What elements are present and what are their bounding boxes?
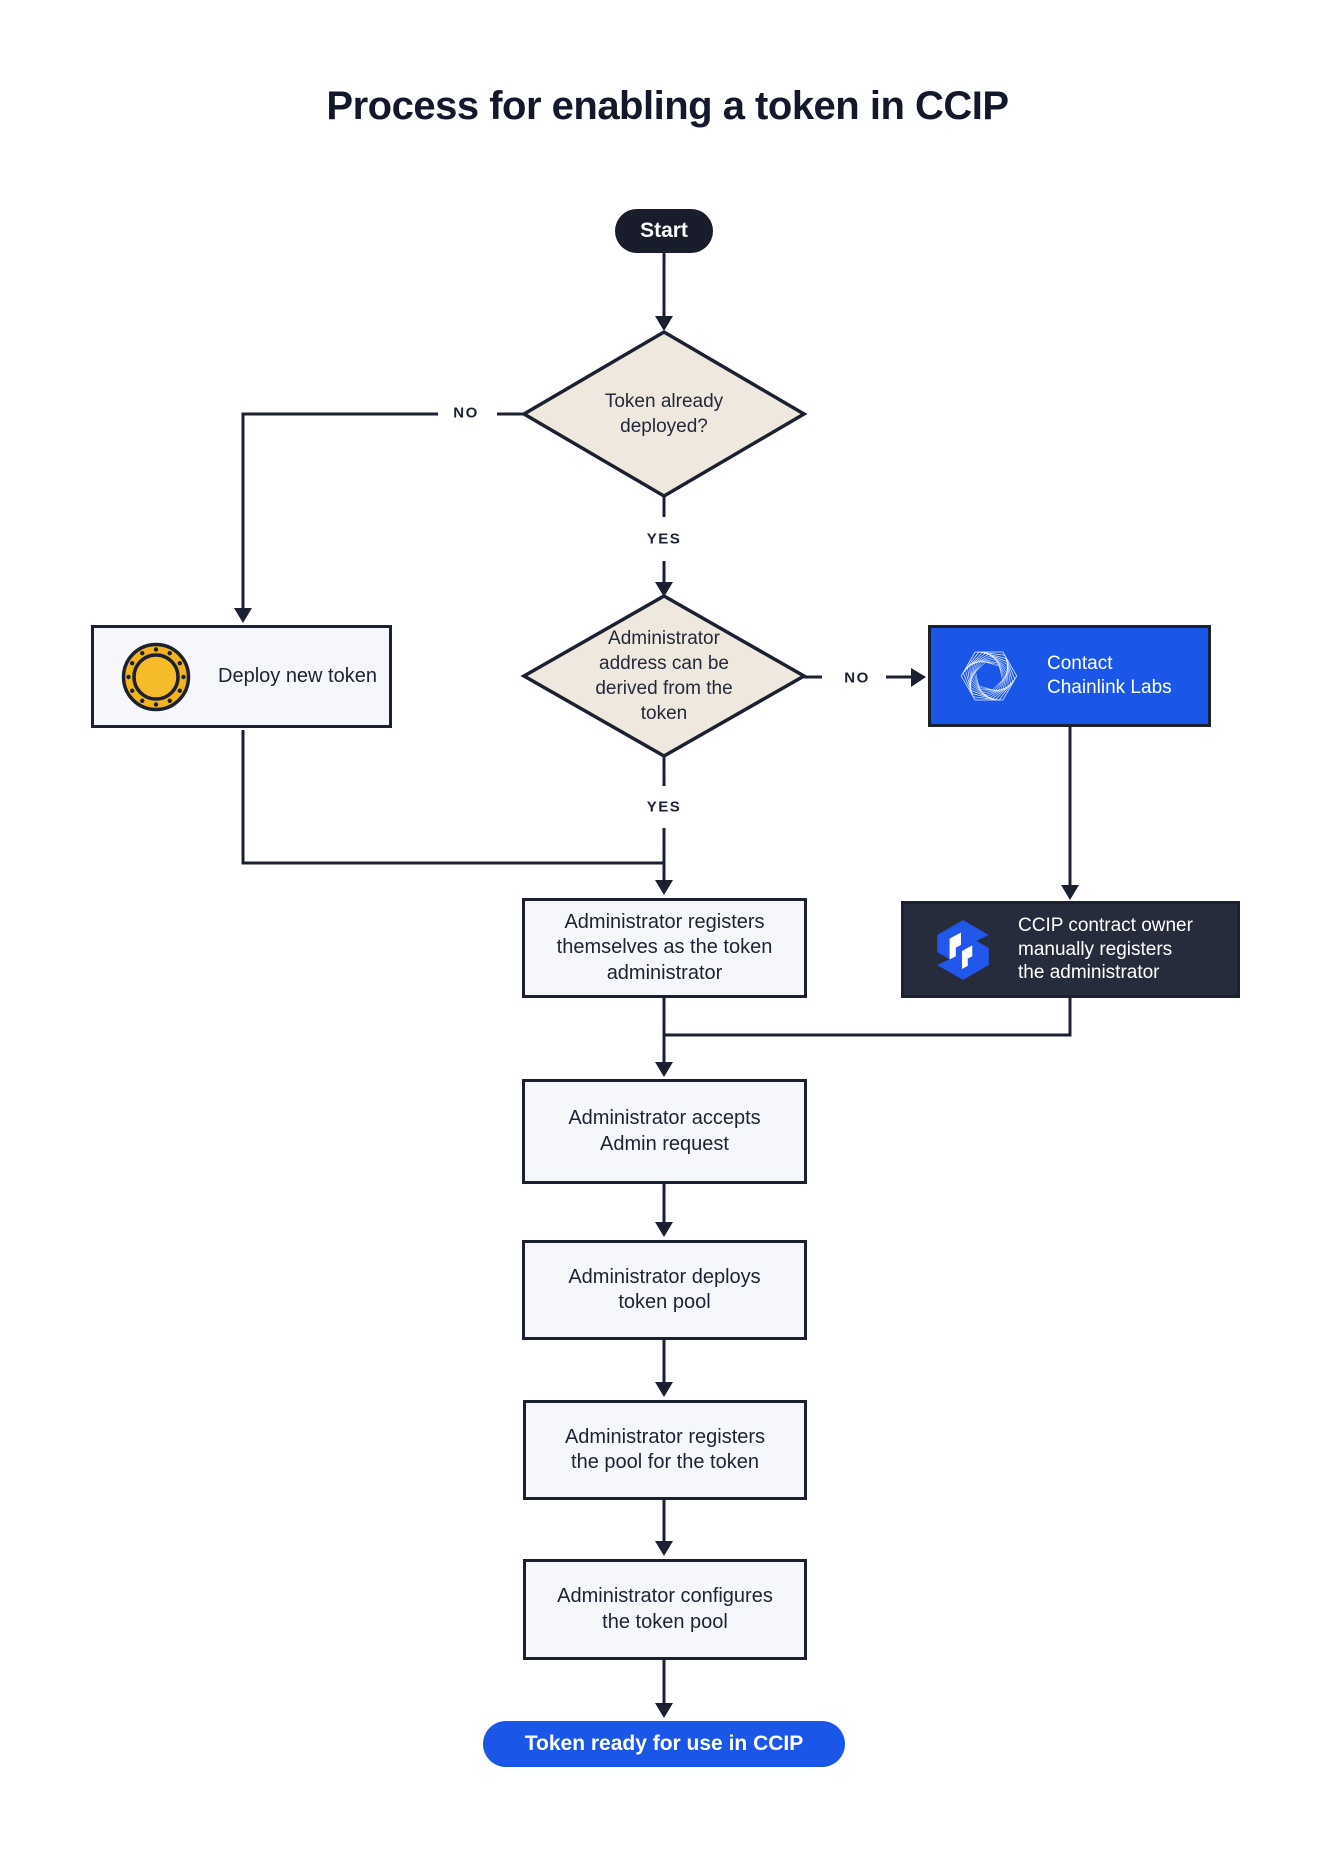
contact-chainlink-label: Contact Chainlink Labs [1047, 653, 1172, 698]
decision-admin-address-label: Administrator address can be derived fro… [595, 627, 733, 725]
admin-registers-self-label: Administrator registers themselves as th… [556, 911, 773, 984]
admin-configures-pool-label: Administrator configures the token pool [557, 1585, 773, 1633]
start-label: Start [640, 219, 688, 242]
decision-token-deployed-label: Token already deployed? [604, 390, 724, 437]
edge-label-no-token-deployed: NO [449, 404, 483, 422]
ccip-owner-registers-box: CCIP contract owner manually registers t… [901, 901, 1240, 998]
start-node: Start [615, 209, 713, 253]
ccip-icon [930, 917, 996, 983]
admin-registers-pool-box: Administrator registers the pool for the… [523, 1400, 807, 1500]
coin-icon [120, 641, 192, 713]
edge-label-yes-token-deployed: YES [642, 530, 686, 548]
decision-token-deployed-shape [520, 329, 808, 499]
edge-label-yes-admin-address: YES [642, 798, 686, 816]
admin-registers-self-box: Administrator registers themselves as th… [522, 898, 807, 998]
decision-admin-address-shape [520, 593, 808, 759]
ccip-owner-registers-label: CCIP contract owner manually registers t… [1018, 914, 1193, 984]
deploy-new-token-label: Deploy new token [218, 664, 377, 687]
admin-configures-pool-box: Administrator configures the token pool [523, 1559, 807, 1660]
admin-accepts-box: Administrator accepts Admin request [522, 1079, 807, 1184]
admin-registers-pool-label: Administrator registers the pool for the… [564, 1425, 766, 1473]
contact-chainlink-box: Contact Chainlink Labs [928, 625, 1211, 727]
end-label: Token ready for use in CCIP [524, 1732, 804, 1755]
deploy-new-token-box: Deploy new token [91, 625, 392, 728]
admin-accepts-label: Administrator accepts Admin request [568, 1107, 761, 1155]
admin-deploys-pool-label: Administrator deploys token pool [568, 1265, 761, 1313]
chainlink-labs-icon [957, 644, 1021, 708]
page-title: Process for enabling a token in CCIP [326, 84, 1009, 128]
end-node: Token ready for use in CCIP [483, 1721, 845, 1767]
edge-label-no-admin-address: NO [840, 669, 874, 687]
admin-deploys-pool-box: Administrator deploys token pool [522, 1240, 807, 1340]
